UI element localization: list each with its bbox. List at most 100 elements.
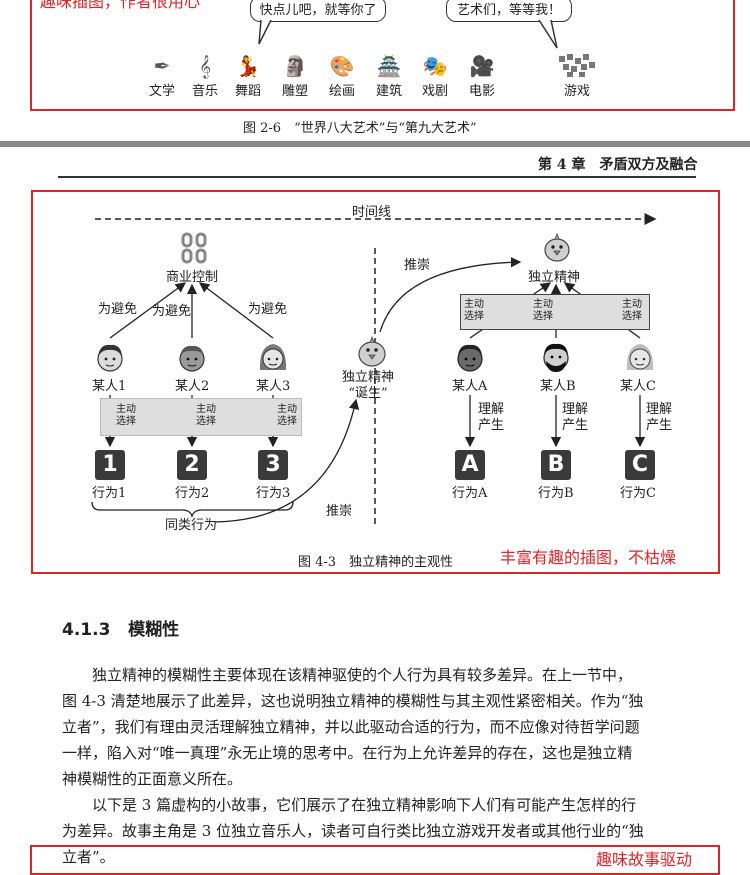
p1-line-4: 一样，陷入对“唯一真理”永无止境的思考中。在行为上允许差异的存在，这也是独立精 [62,744,633,762]
story-note: 趣味故事驱动 [596,850,693,869]
active-choice-bar-right [460,294,650,330]
chapter-header: 第 4 章 矛盾双方及融合 [538,157,698,173]
active-choice-a: 主动选择 [464,299,484,322]
person-b-icon [543,343,569,372]
same-kind-label: 同类行为 [165,518,218,533]
art-item-label: 雕塑 [281,84,308,99]
action-letter-c: C [625,450,655,480]
theater-masks-icon: 🎭 [422,54,448,78]
person-c-icon [626,344,654,370]
timeline-label: 时间线 [352,205,392,220]
bubble-right: 艺术们，等等我！ [446,0,572,22]
art-item-label: 音乐 [191,84,218,99]
quill-book-icon: ✒ [153,54,171,78]
avoid-label-3: 为避免 [248,302,288,317]
figure-4-3-frame [31,190,720,574]
palette-icon: 🎨 [329,54,355,78]
art-item-7: 🎭 戏剧 [413,52,457,99]
active-choice-b: 主动选择 [533,299,553,322]
fig43-caption: 图 4-3 独立精神的主观性 [298,555,454,570]
person-1-icon [97,344,123,372]
figure-4-3-lines [91,213,657,525]
action-number-3: 3 [258,450,288,480]
header-rule [58,176,696,178]
bubble-left-tail [258,20,272,45]
figure-2-6-frame [30,0,735,111]
moai-statue-icon: 🗿 [282,54,308,78]
art-item-label: 绘画 [328,84,355,99]
art-item-5: 🎨 绘画 [320,52,364,99]
p1-line-2: 图 4-3 清楚地展示了此差异，这也说明独立精神的模糊性与其主观性紧密相关。作为… [62,692,644,710]
independent-label: 独立精神 [528,270,581,285]
art-item-label: 建筑 [375,84,402,99]
fig26-caption: 图 2-6 “世界八大艺术”与“第九大艺术” [243,121,477,136]
p1-line-5: 神模糊性的正面意义所在。 [62,770,243,788]
p1-line-3: 立者”，我们有理由灵活理解独立精神，并以此驱动合适的行为，而不应像对待哲学问题 [62,718,640,736]
art-item-label: 文学 [148,84,175,99]
avoid-label-1: 为避免 [98,302,138,317]
paragraph-2: 以下是 3 篇虚构的小故事，它们展示了在独立精神影响下人们有可能产生怎样的行 为… [62,792,694,870]
chain-icon [181,232,207,264]
art-game-label: 游戏 [563,84,590,99]
action-letter-b: B [541,450,571,480]
music-staff-icon: 𝄞 [199,54,211,78]
bird-center-icon [358,335,386,367]
action-number-2: 2 [177,450,207,480]
art-item-3: 💃 舞蹈 [226,52,270,99]
section-number: 4.1.3 [62,620,111,640]
art-item-1: ✒ 文学 [140,52,184,99]
understand-c: 理解产生 [646,402,673,433]
art-item-2: 𝄞 音乐 [183,52,227,99]
person-2-icon [179,345,205,372]
dancer-icon: 💃 [235,54,261,78]
active-choice-bar-left [100,398,302,436]
person-2-label: 某人2 [175,379,210,394]
person-3-icon [259,344,287,370]
art-item-8: 🎥 电影 [460,52,504,99]
art-item-label: 电影 [468,84,495,99]
person-1-label: 某人1 [92,379,127,394]
active-choice-1: 主动选择 [116,404,136,427]
person-b-label: 某人B [540,379,576,394]
active-choice-c: 主动选择 [622,299,642,322]
bubble-right-tail [538,20,558,49]
p2-line-2: 为差异。故事主角是 3 位独立音乐人，读者可自行类比独立游戏开发者或其他行业的“… [62,822,644,840]
action-a-label: 行为A [452,486,488,501]
action-c-label: 行为C [620,486,656,501]
understand-a: 理解产生 [478,402,505,433]
paragraph-1: 独立精神的模糊性主要体现在该精神驱使的个人行为具有较多差异。在上一节中， 图 4… [62,662,694,792]
active-choice-3: 主动选择 [277,404,297,427]
film-camera-icon: 🎥 [469,54,495,78]
understand-b: 理解产生 [562,402,589,433]
section-title: 模糊性 [128,620,180,640]
fig26-note: 趣味插图，作者很用心 [40,0,201,11]
section-heading: 4.1.3 模糊性 [62,615,179,640]
page-divider [0,141,750,147]
commercial-label: 商业控制 [166,270,219,285]
action-3-label: 行为3 [256,486,291,501]
game-pixel-icon [555,52,599,78]
art-item-6: 🏯 建筑 [367,52,411,99]
art-game: 游戏 [555,52,599,99]
bird-right-icon [544,232,570,262]
action-1-label: 行为1 [92,486,127,501]
avoid-label-2: 为避免 [152,304,192,319]
action-letter-a: A [455,450,485,480]
art-item-label: 戏剧 [421,84,448,99]
person-a-icon [457,344,483,372]
action-number-1: 1 [95,450,125,480]
active-choice-2: 主动选择 [196,404,216,427]
art-item-4: 🗿 雕塑 [273,52,317,99]
bubble-left: 快点儿吧，就等你了 [250,0,386,22]
art-item-label: 舞蹈 [234,84,261,99]
promote-label-bottom: 推崇 [326,504,353,519]
fig43-note: 丰富有趣的插图，不枯燥 [500,548,677,567]
action-b-label: 行为B [538,486,574,501]
castle-icon: 🏯 [376,54,402,78]
birth-label: 独立精神“诞生” [342,370,395,401]
p2-line-1: 以下是 3 篇虚构的小故事，它们展示了在独立精神影响下人们有可能产生怎样的行 [92,796,637,814]
action-2-label: 行为2 [175,486,210,501]
p1-line-1: 独立精神的模糊性主要体现在该精神驱使的个人行为具有较多差异。在上一节中， [92,666,633,684]
promote-label-top: 推崇 [404,258,431,273]
person-3-label: 某人3 [256,379,291,394]
